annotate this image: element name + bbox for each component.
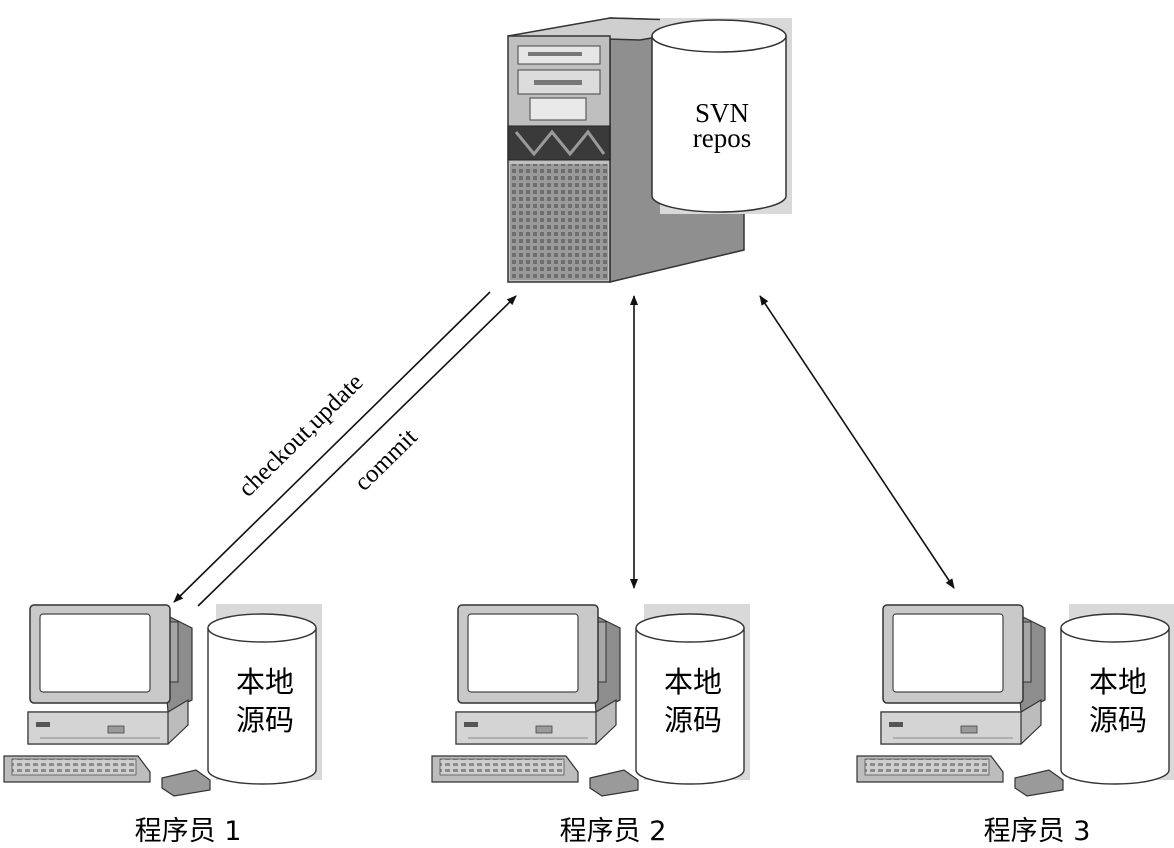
computer-icon: [431, 603, 751, 797]
commit-arrow: [197, 295, 517, 607]
repo-label-line1: SVN: [695, 98, 749, 128]
svn-repository-icon: [651, 18, 792, 214]
checkout-update-label: checkout,update: [233, 369, 368, 503]
local-source-label-line1: 本地: [664, 665, 722, 699]
local-source-label-line2: 源码: [664, 703, 722, 737]
programmer-caption: 程序员 3: [984, 816, 1091, 847]
computer-icon: [856, 603, 1174, 797]
repo-label-line2: repos: [693, 123, 751, 153]
checkout-update-arrow: [173, 291, 491, 603]
programmer3-sync-arrow: [759, 295, 955, 589]
local-source-label-line2: 源码: [1089, 703, 1147, 737]
workstation-3: 本地 源码 程序员 3: [856, 603, 1174, 847]
local-source-label-line1: 本地: [1089, 665, 1147, 699]
workstation-1: 本地 源码 程序员 1: [3, 603, 323, 847]
programmer-caption: 程序员 1: [135, 816, 242, 847]
programmer-caption: 程序员 2: [560, 816, 667, 847]
local-source-label-line2: 源码: [236, 703, 294, 737]
commit-label: commit: [349, 423, 422, 496]
computer-icon: [3, 603, 323, 797]
workstation-2: 本地 源码 程序员 2: [431, 603, 751, 847]
local-source-label-line1: 本地: [236, 665, 294, 699]
